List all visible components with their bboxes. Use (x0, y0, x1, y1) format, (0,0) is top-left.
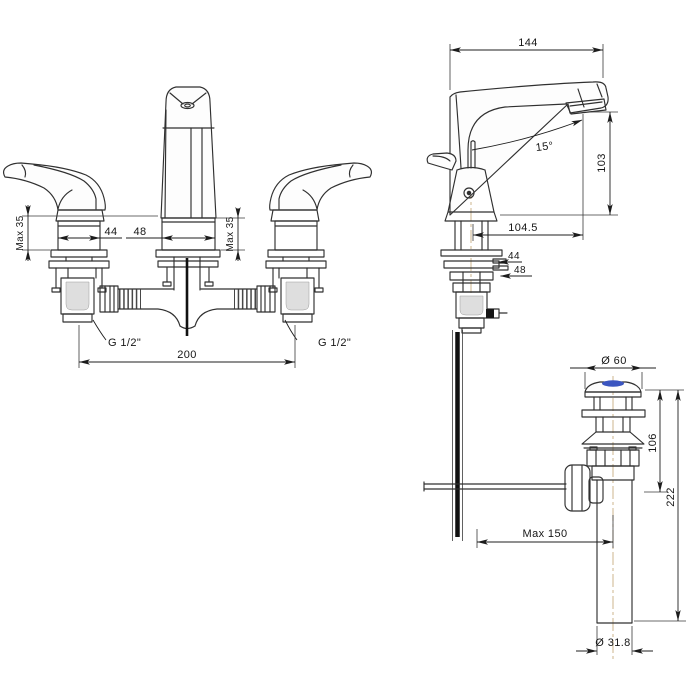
elbow-shading (65, 281, 90, 311)
dim-144: 144 (518, 37, 538, 49)
drain-body (564, 381, 646, 624)
rod-clamp (486, 309, 494, 318)
dim-222: 222 (665, 487, 677, 507)
dim-200: 200 (177, 349, 197, 361)
lift-rod-side (452, 330, 463, 541)
dim-dia31-8: Ø 31.8 (595, 637, 630, 649)
spout-front (155, 86, 221, 330)
dim-g12-right: G 1/2" (318, 337, 351, 349)
front-dimensions (22, 205, 298, 368)
dim-106: 106 (647, 433, 659, 453)
side-view: 144 15° 103 104.5 44 48 (423, 37, 618, 541)
side-dimensions (449, 44, 618, 279)
valve-shading (459, 295, 484, 316)
dim-103: 103 (596, 153, 608, 173)
dim-dia60: Ø 60 (601, 355, 626, 367)
dim-44-front: 44 (104, 226, 117, 238)
dim-15deg: 15° (535, 140, 554, 154)
handle-unit (2, 162, 181, 327)
drain-dimensions (476, 365, 686, 655)
dim-104-5: 104.5 (508, 222, 538, 234)
spout-side (426, 81, 609, 334)
dim-48-side: 48 (514, 265, 526, 276)
dim-max35-right: Max 35 (225, 216, 236, 251)
popup-rod (423, 481, 567, 492)
dim-max150: Max 150 (523, 528, 568, 540)
dim-44-side: 44 (508, 251, 520, 262)
handle-unit-right (195, 163, 371, 326)
dim-g12-left: G 1/2" (108, 337, 141, 349)
drain-cap-blue-top (602, 380, 624, 387)
drain-view: Ø 60 106 222 Max 150 Ø 31.8 (476, 355, 686, 660)
dim-48-front: 48 (133, 226, 146, 238)
front-view: Max 35 44 48 Max 35 G 1/2" G 1/2" 200 (2, 86, 372, 368)
dim-max35-left: Max 35 (15, 215, 26, 250)
